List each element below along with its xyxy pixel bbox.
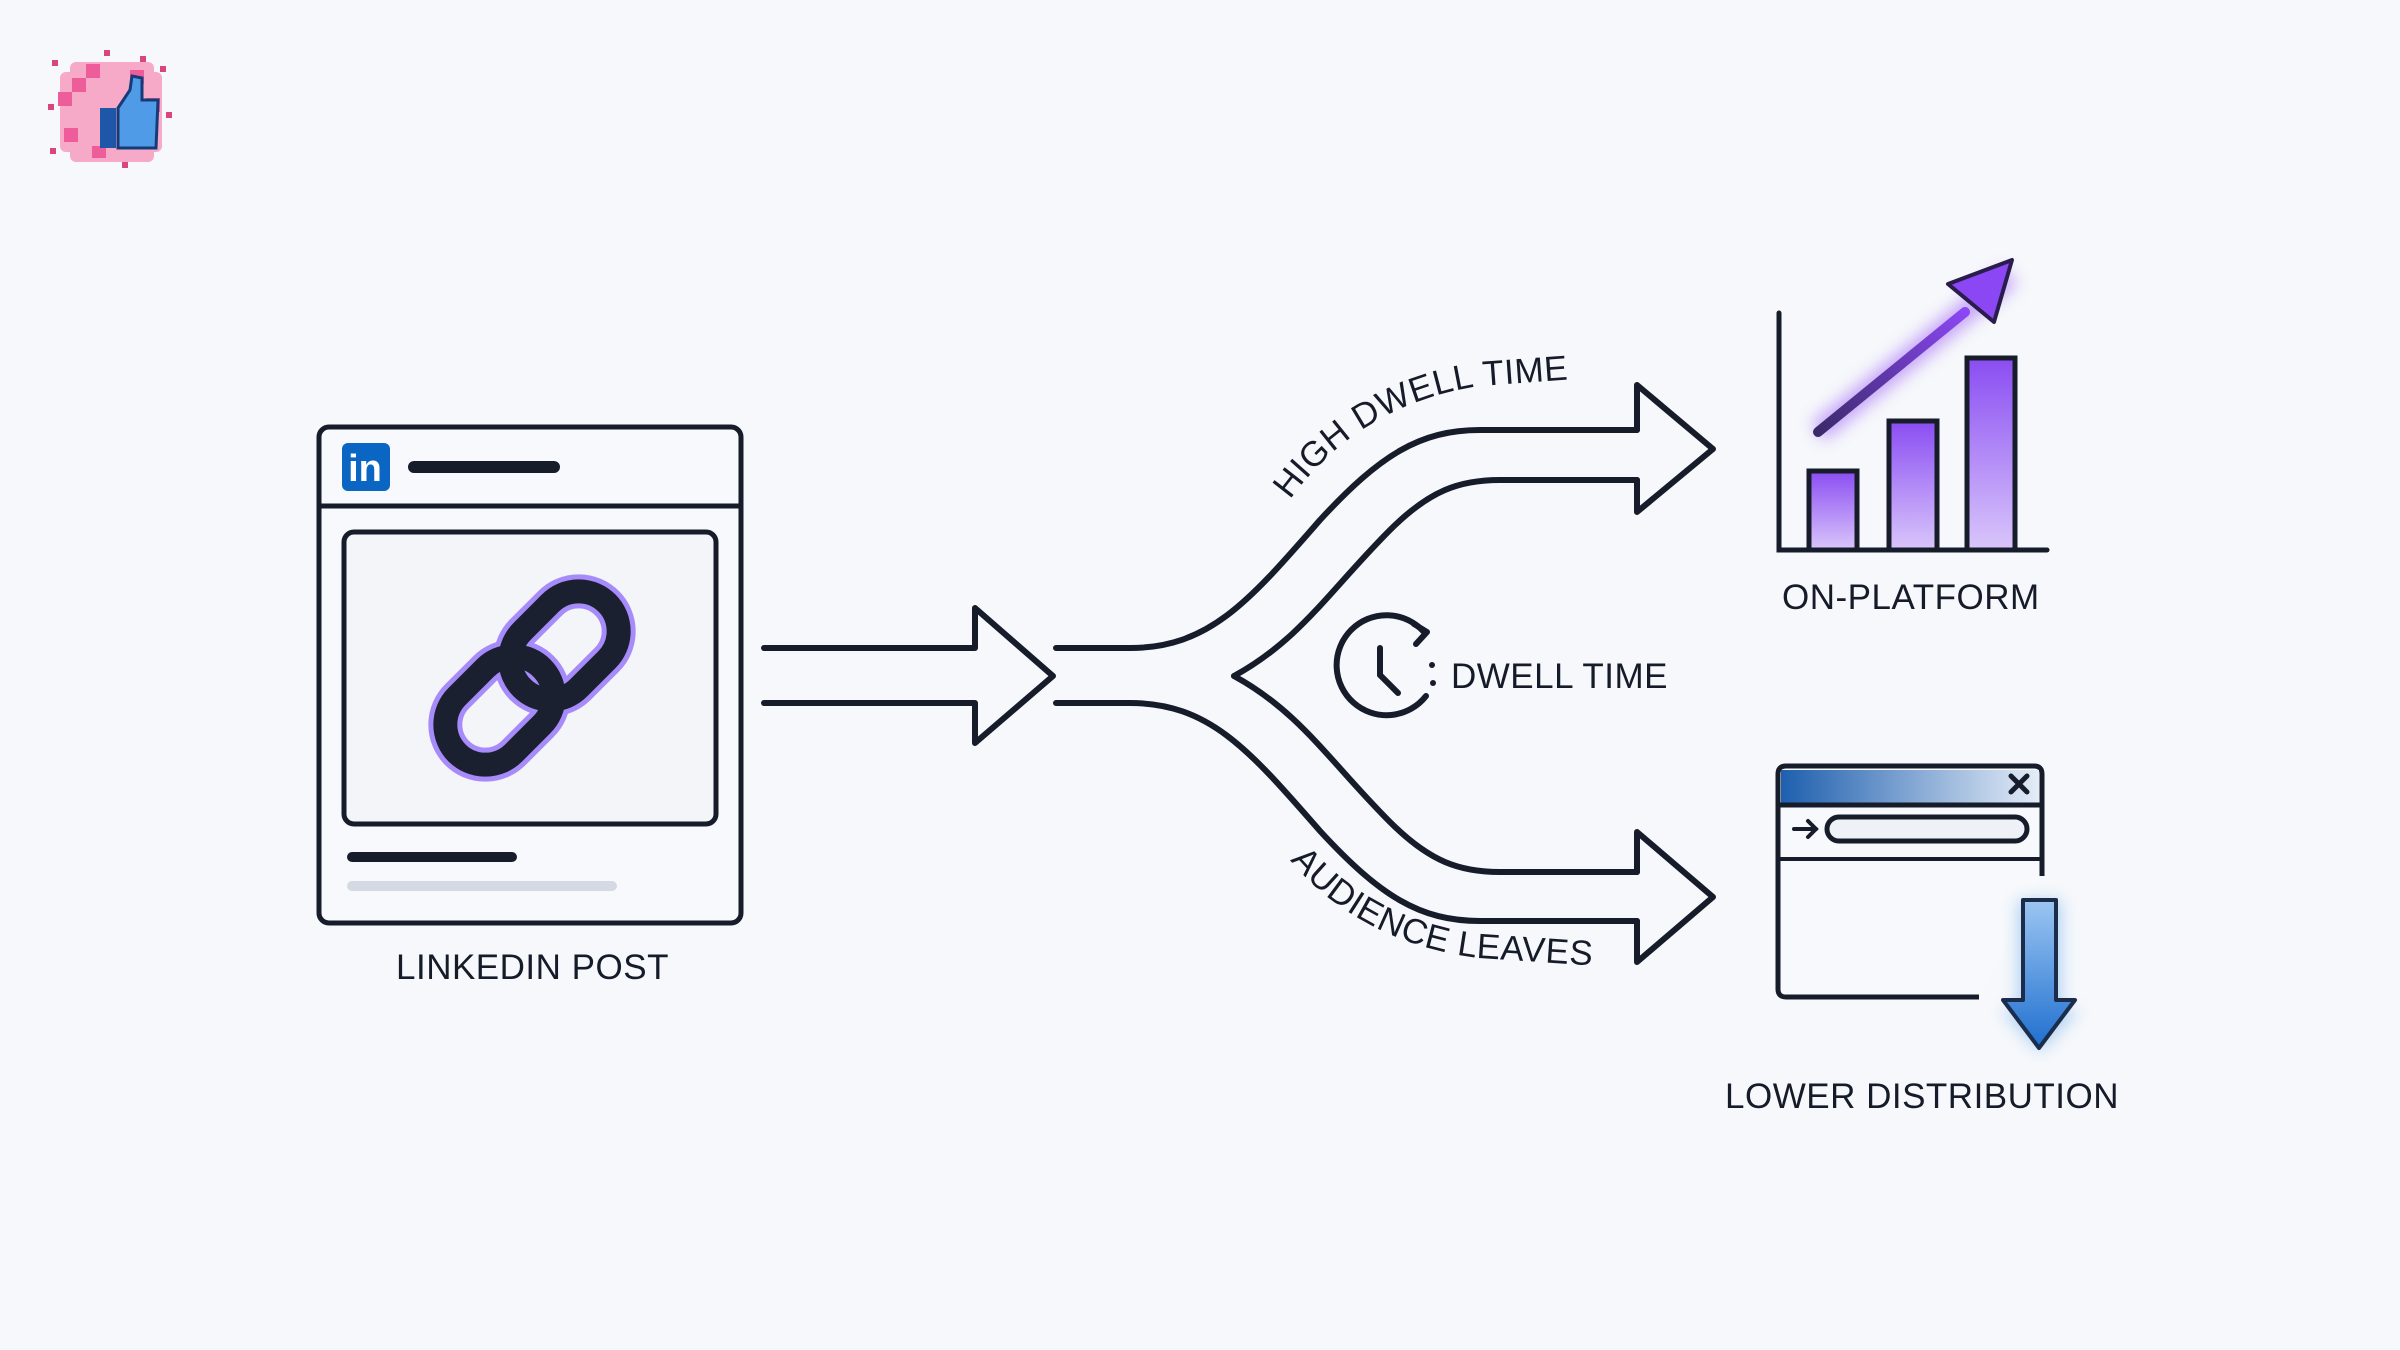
linkedin-post-label: LINKEDIN POST [396,948,669,987]
link-icon [428,574,636,782]
clock-history-icon [1333,612,1436,719]
on-platform-label: ON-PLATFORM [1782,578,2040,617]
close-icon [2008,773,2030,795]
address-bar [1824,814,2030,844]
chart-bar [1806,468,1860,553]
chart-bar [1964,355,2018,553]
main-flow-arrow [761,605,1056,746]
chart-bar [1886,418,1940,553]
down-arrow-icon [2001,898,2077,1050]
browser-window-down-arrow-icon [1775,763,2079,1052]
linkedin-logo-icon: in [342,443,390,491]
forward-arrow-icon [1792,819,1819,839]
linkedin-post-card: in [316,424,744,926]
post-author-line [408,461,560,473]
linkedin-badge-text: in [348,448,382,490]
pixel-thumbs-up-icon [48,50,172,168]
lower-distribution-label: LOWER DISTRIBUTION [1725,1077,2120,1116]
dwell-time-label: DWELL TIME [1451,657,1668,696]
post-caption-line-secondary [347,881,617,891]
split-flow [1053,382,1716,965]
post-caption-line [347,852,517,862]
bar-chart-up-icon [1776,258,2050,553]
